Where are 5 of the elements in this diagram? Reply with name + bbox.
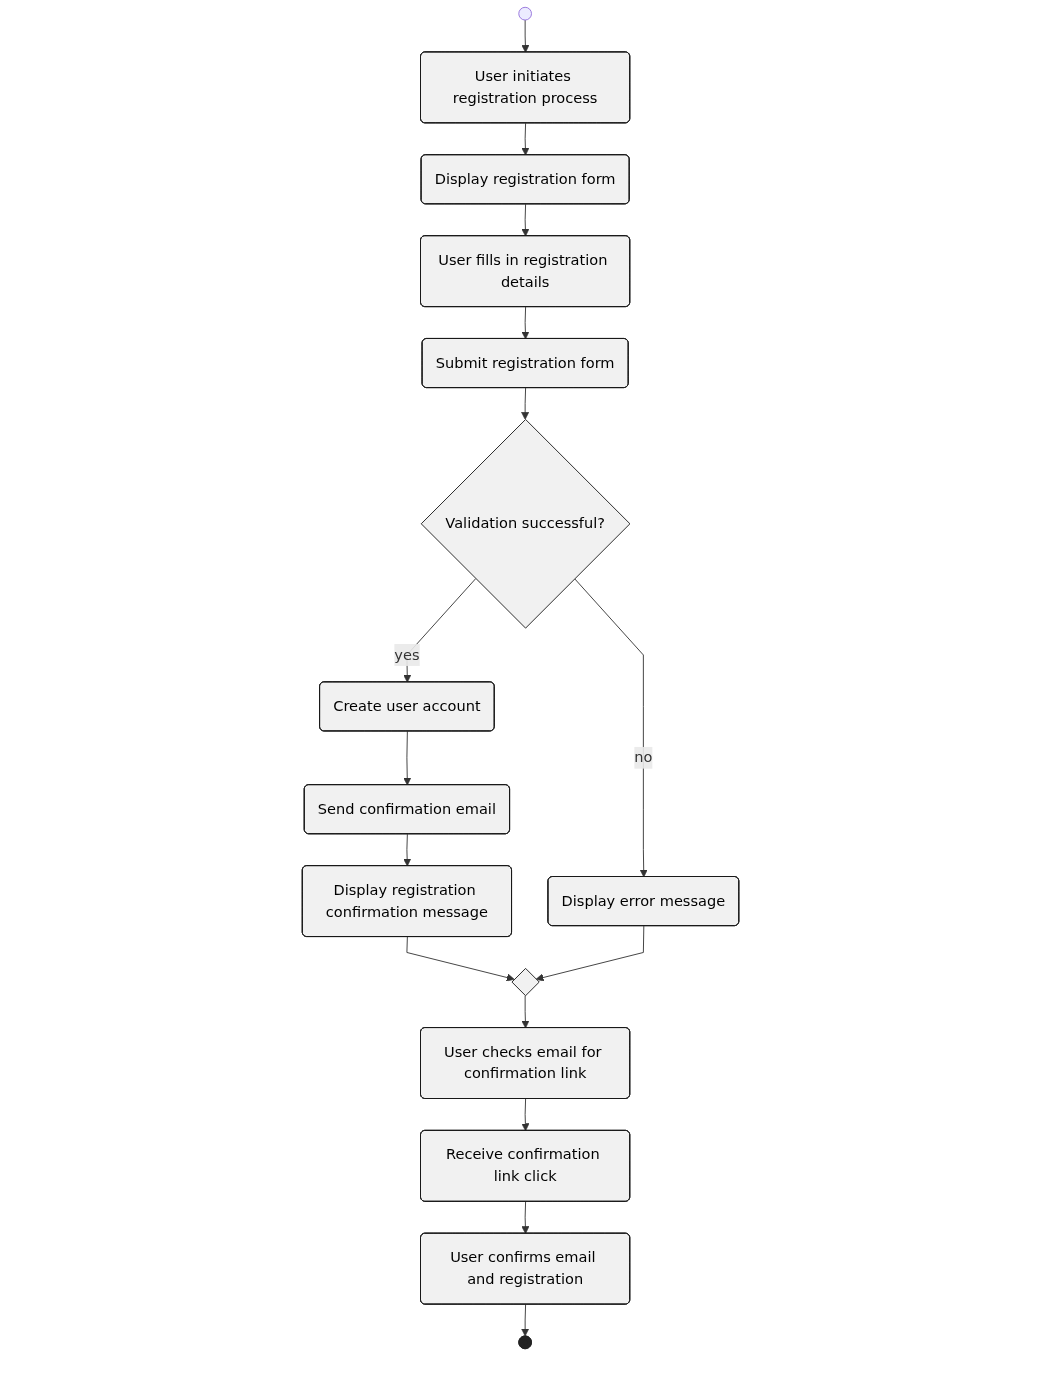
node-circle (518, 6, 532, 21)
node-diamond (511, 967, 540, 997)
node-diamond: Validation successful? (420, 419, 631, 629)
edge-label: no (634, 748, 653, 766)
edge-label: yes (394, 645, 420, 664)
